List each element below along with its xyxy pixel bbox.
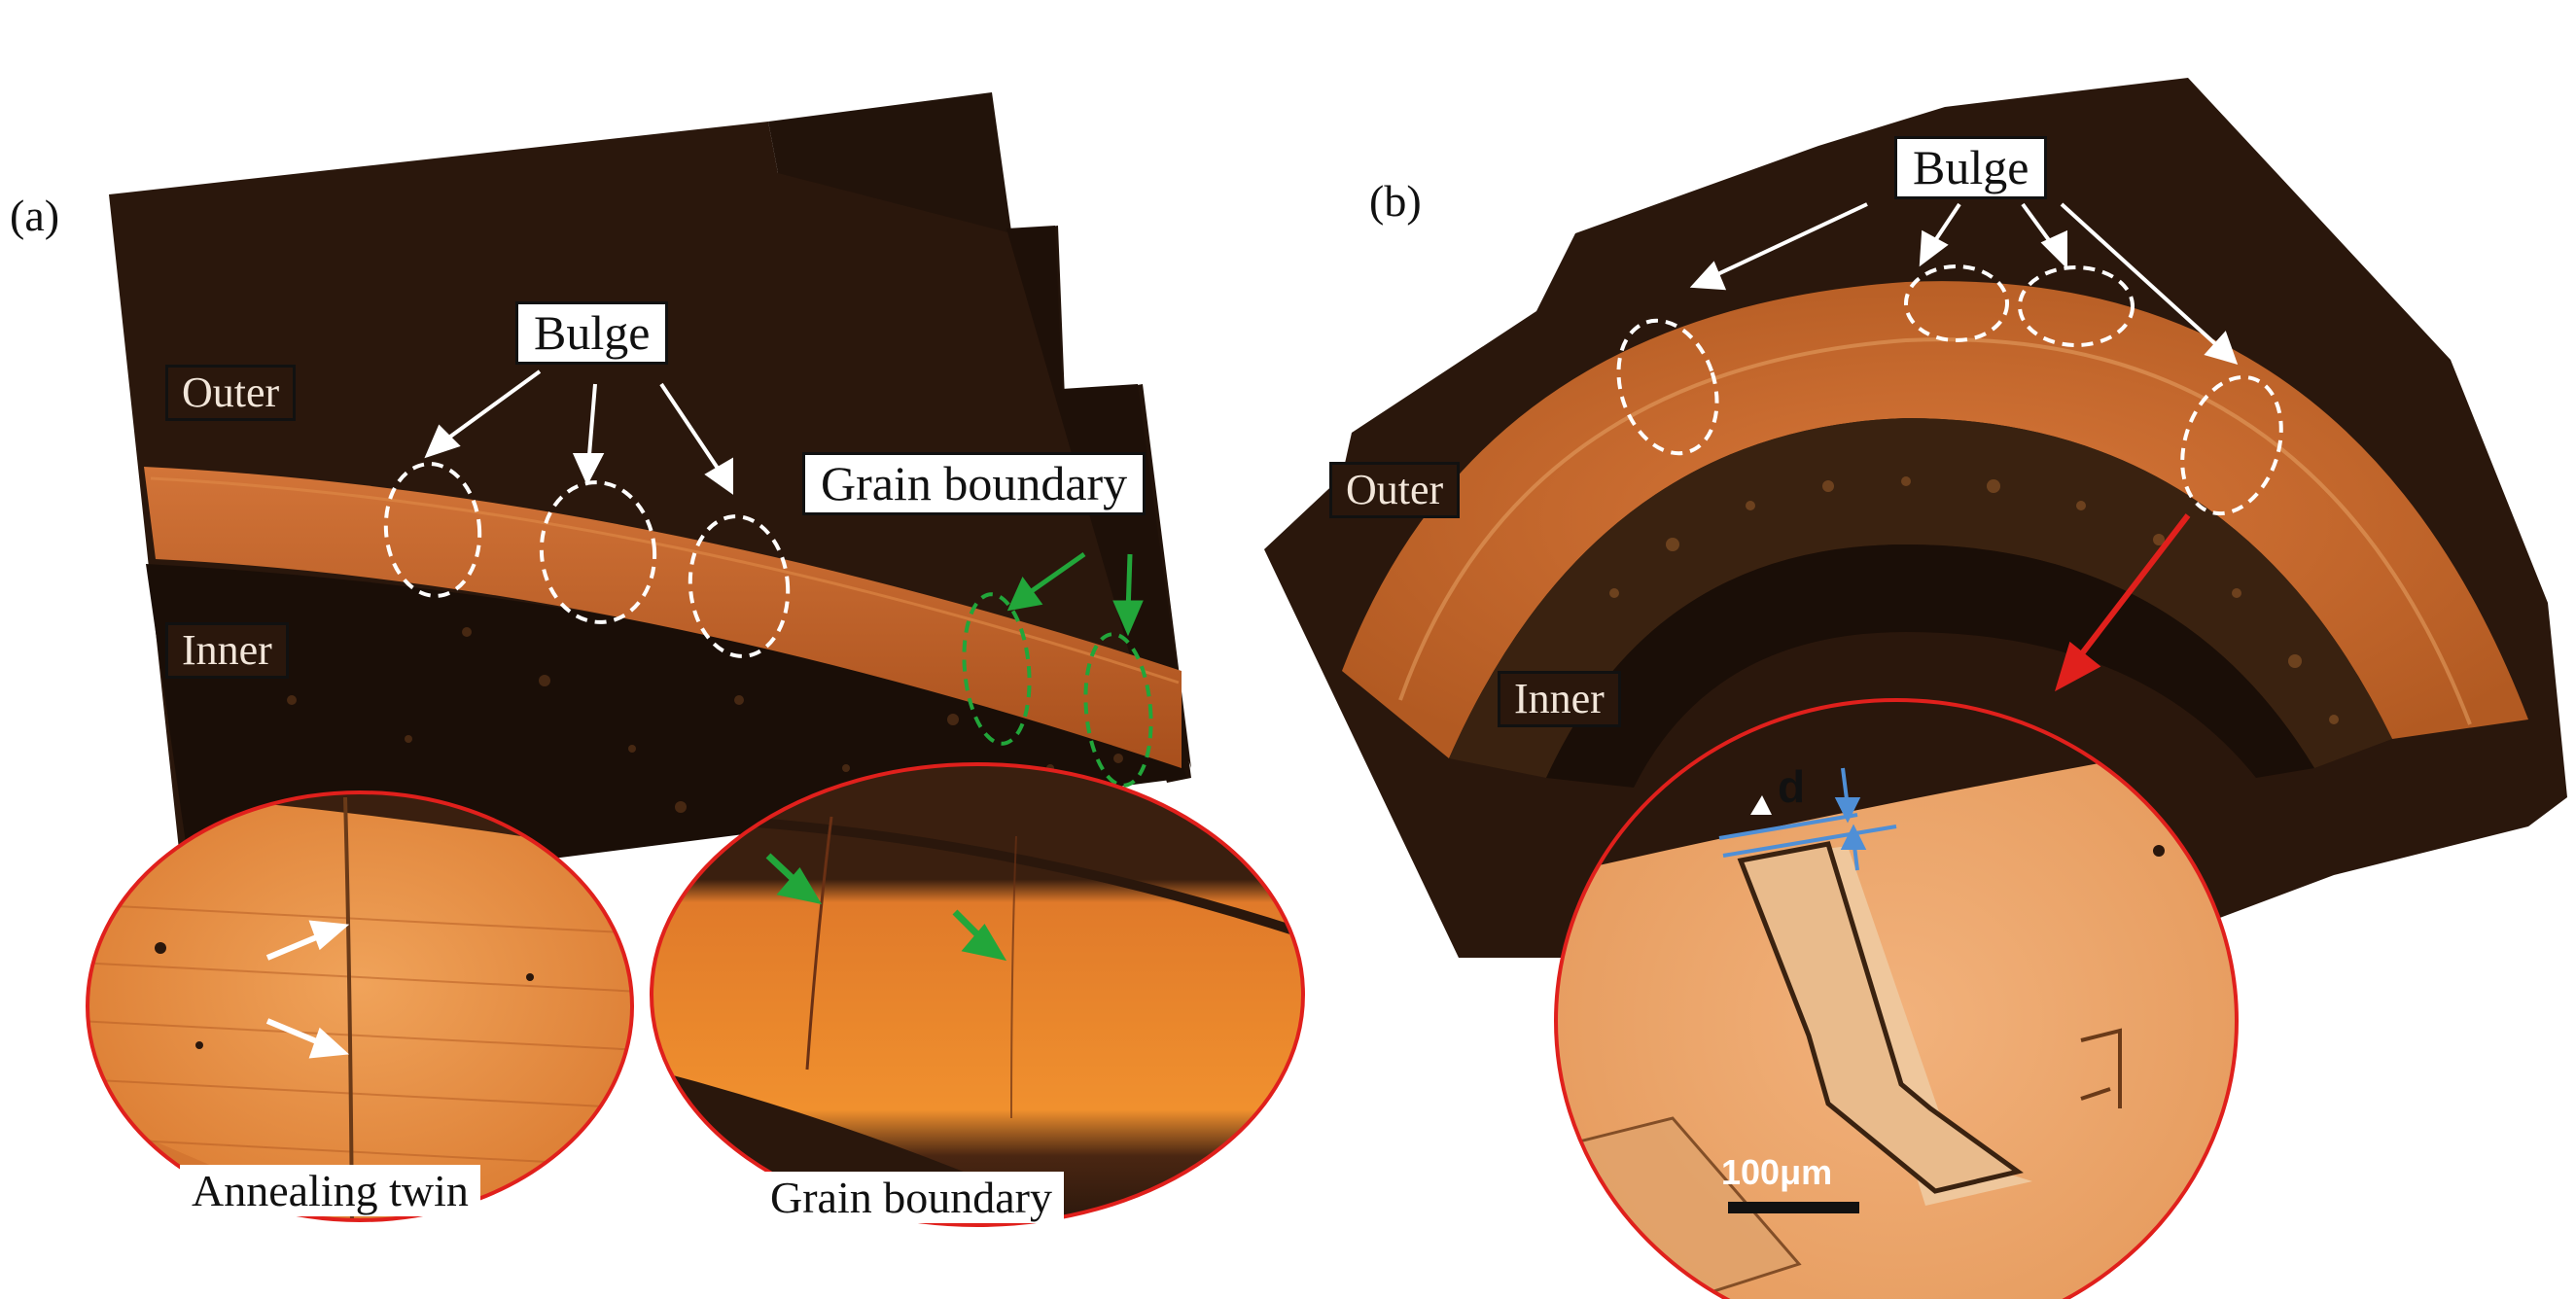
- grain-arrow-1-head: [1006, 577, 1043, 612]
- b-bulge-ellipse-1: [1616, 318, 1719, 456]
- panel-b-letter: (b): [1369, 176, 1422, 226]
- bulge-ellipse-1: [383, 462, 482, 598]
- grain-ellipse-2: [1083, 632, 1153, 788]
- scale-bar-label: 100μm: [1721, 1152, 1833, 1192]
- bulge-arrow-3-head: [704, 457, 733, 495]
- bulge-arrow-2-head: [572, 453, 605, 486]
- d-measurement-label: d: [1778, 761, 1806, 812]
- bulge-arrow-3: [659, 382, 726, 480]
- panel-b-outer-label: Outer: [1329, 462, 1461, 519]
- inset-left-caption: Annealing twin: [180, 1165, 480, 1216]
- bulge-ellipse-3: [688, 514, 791, 658]
- scale-bar: [1728, 1202, 1859, 1213]
- b-bulge-arrow-4: [2060, 202, 2224, 352]
- b-bulge-arrow-1-head: [1689, 261, 1727, 291]
- panel-a-inner-label: Inner: [165, 622, 289, 680]
- grain-arrow-2-head: [1112, 600, 1144, 637]
- panel-a-grain-boundary-label: Grain boundary: [802, 452, 1147, 515]
- panel-b-inner-label: Inner: [1498, 671, 1621, 728]
- bulge-arrow-1-head: [424, 424, 461, 459]
- b-red-arrow-head: [2055, 641, 2101, 692]
- panel-a-bulge-label: Bulge: [515, 301, 669, 365]
- bulge-arrow-1: [434, 369, 542, 449]
- b-red-arrow: [2073, 513, 2191, 663]
- grain-ellipse-1: [962, 592, 1032, 746]
- b-bulge-arrow-2-head: [1919, 229, 1949, 267]
- inset-annealing-twin: [86, 790, 634, 1222]
- panel-b-micrograph: [1264, 78, 2567, 958]
- panel-b-bulge-label: Bulge: [1894, 136, 2048, 199]
- b-bulge-ellipse-3: [2018, 265, 2135, 347]
- panel-a-letter: (a): [10, 191, 60, 240]
- grain-arrow-1: [1024, 551, 1086, 598]
- inset-grain-boundary: [650, 762, 1305, 1227]
- bulge-arrow-2: [586, 383, 597, 468]
- inset-right-caption: Grain boundary: [759, 1172, 1064, 1223]
- b-bulge-arrow-1: [1711, 202, 1868, 279]
- b-bulge-arrow-4-head: [2204, 331, 2239, 365]
- panel-a-outer-label: Outer: [165, 365, 297, 422]
- inset-panel-b: [1554, 698, 2239, 1299]
- b-bulge-ellipse-2: [1904, 264, 2009, 342]
- b-bulge-ellipse-4: [2180, 374, 2283, 516]
- b-bulge-arrow-3-head: [2040, 229, 2067, 269]
- bulge-ellipse-2: [539, 480, 657, 624]
